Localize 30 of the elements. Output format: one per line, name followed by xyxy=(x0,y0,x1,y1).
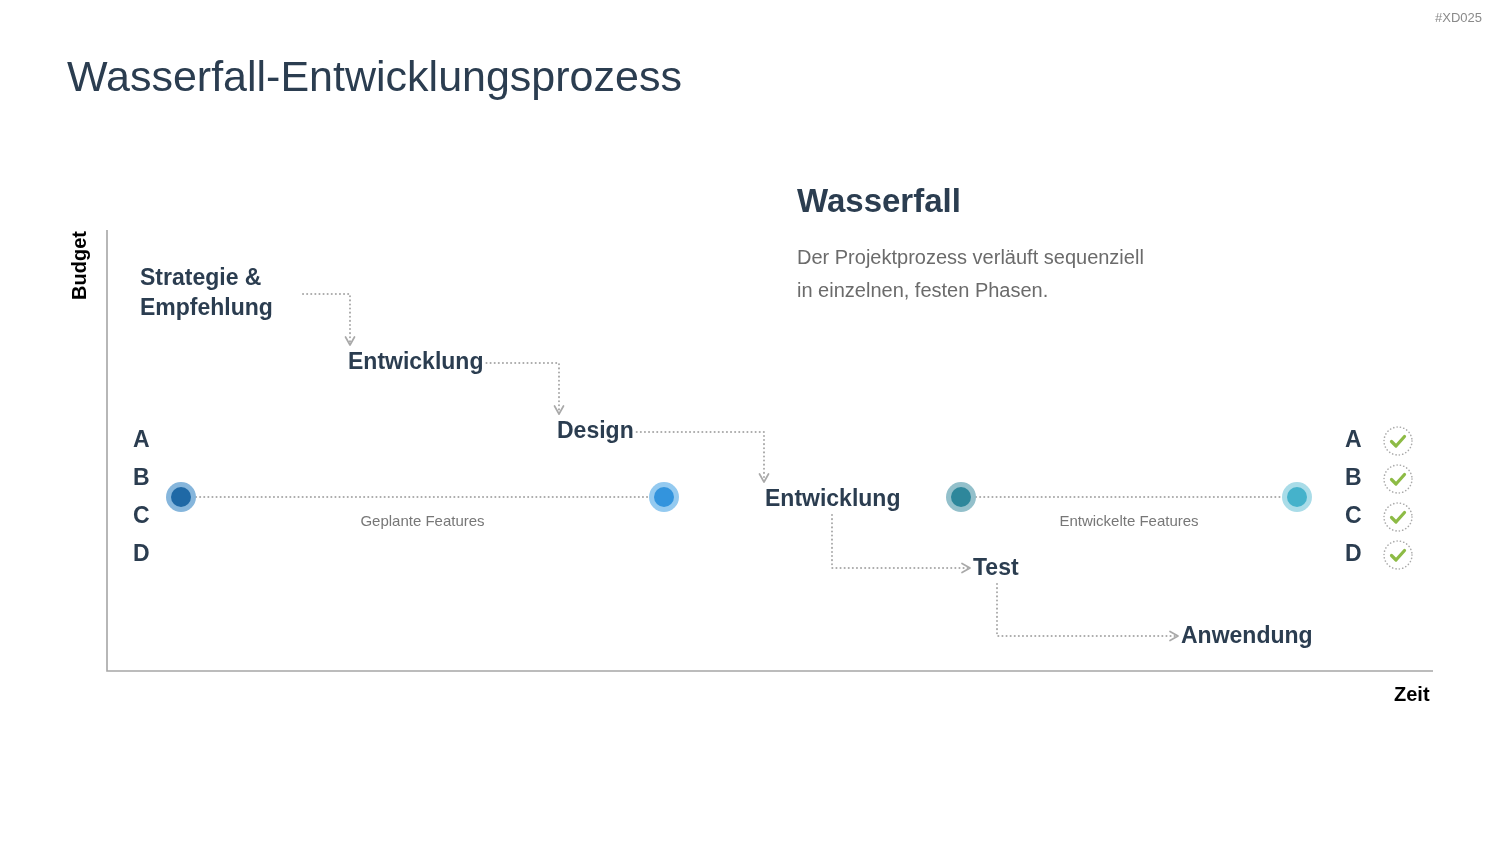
phase-label: Entwicklung xyxy=(347,346,485,376)
axis-title: Budget xyxy=(68,231,91,300)
phase-label: Anwendung xyxy=(1180,620,1314,650)
feature-letter: C xyxy=(133,502,150,529)
phase-label: Design xyxy=(556,415,635,445)
milestone-dot xyxy=(166,482,196,512)
milestone-dot xyxy=(1282,482,1312,512)
section-heading: Wasserfall xyxy=(797,182,961,220)
milestone-dot xyxy=(946,482,976,512)
arrow xyxy=(485,362,565,415)
milestone-dot xyxy=(649,482,679,512)
feature-letter: D xyxy=(1345,540,1362,567)
feature-letter: C xyxy=(1345,502,1362,529)
arrow xyxy=(302,293,356,346)
description-text: Der Projektprozess verläuft sequenziell in einzelnen, festen Phasen. xyxy=(797,245,1145,303)
feature-letter: B xyxy=(1345,464,1362,491)
feature-letter: D xyxy=(133,540,150,567)
feature-letter: B xyxy=(133,464,150,491)
feature-letter: A xyxy=(1345,426,1362,453)
feature-letter: A xyxy=(133,426,150,453)
phase-label: Entwicklung xyxy=(764,483,902,513)
arrow xyxy=(831,514,971,574)
arrow xyxy=(635,431,770,483)
edge-label: Geplante Features xyxy=(358,512,487,530)
slide-code: #XD025 xyxy=(1435,11,1482,26)
phase-label: Test xyxy=(972,552,1020,582)
axis-title: Zeit xyxy=(1394,683,1430,706)
phase-label: Strategie & Empfehlung xyxy=(139,262,301,322)
arrow xyxy=(996,583,1179,642)
page-title: Wasserfall-Entwicklungsprozess xyxy=(67,52,682,102)
